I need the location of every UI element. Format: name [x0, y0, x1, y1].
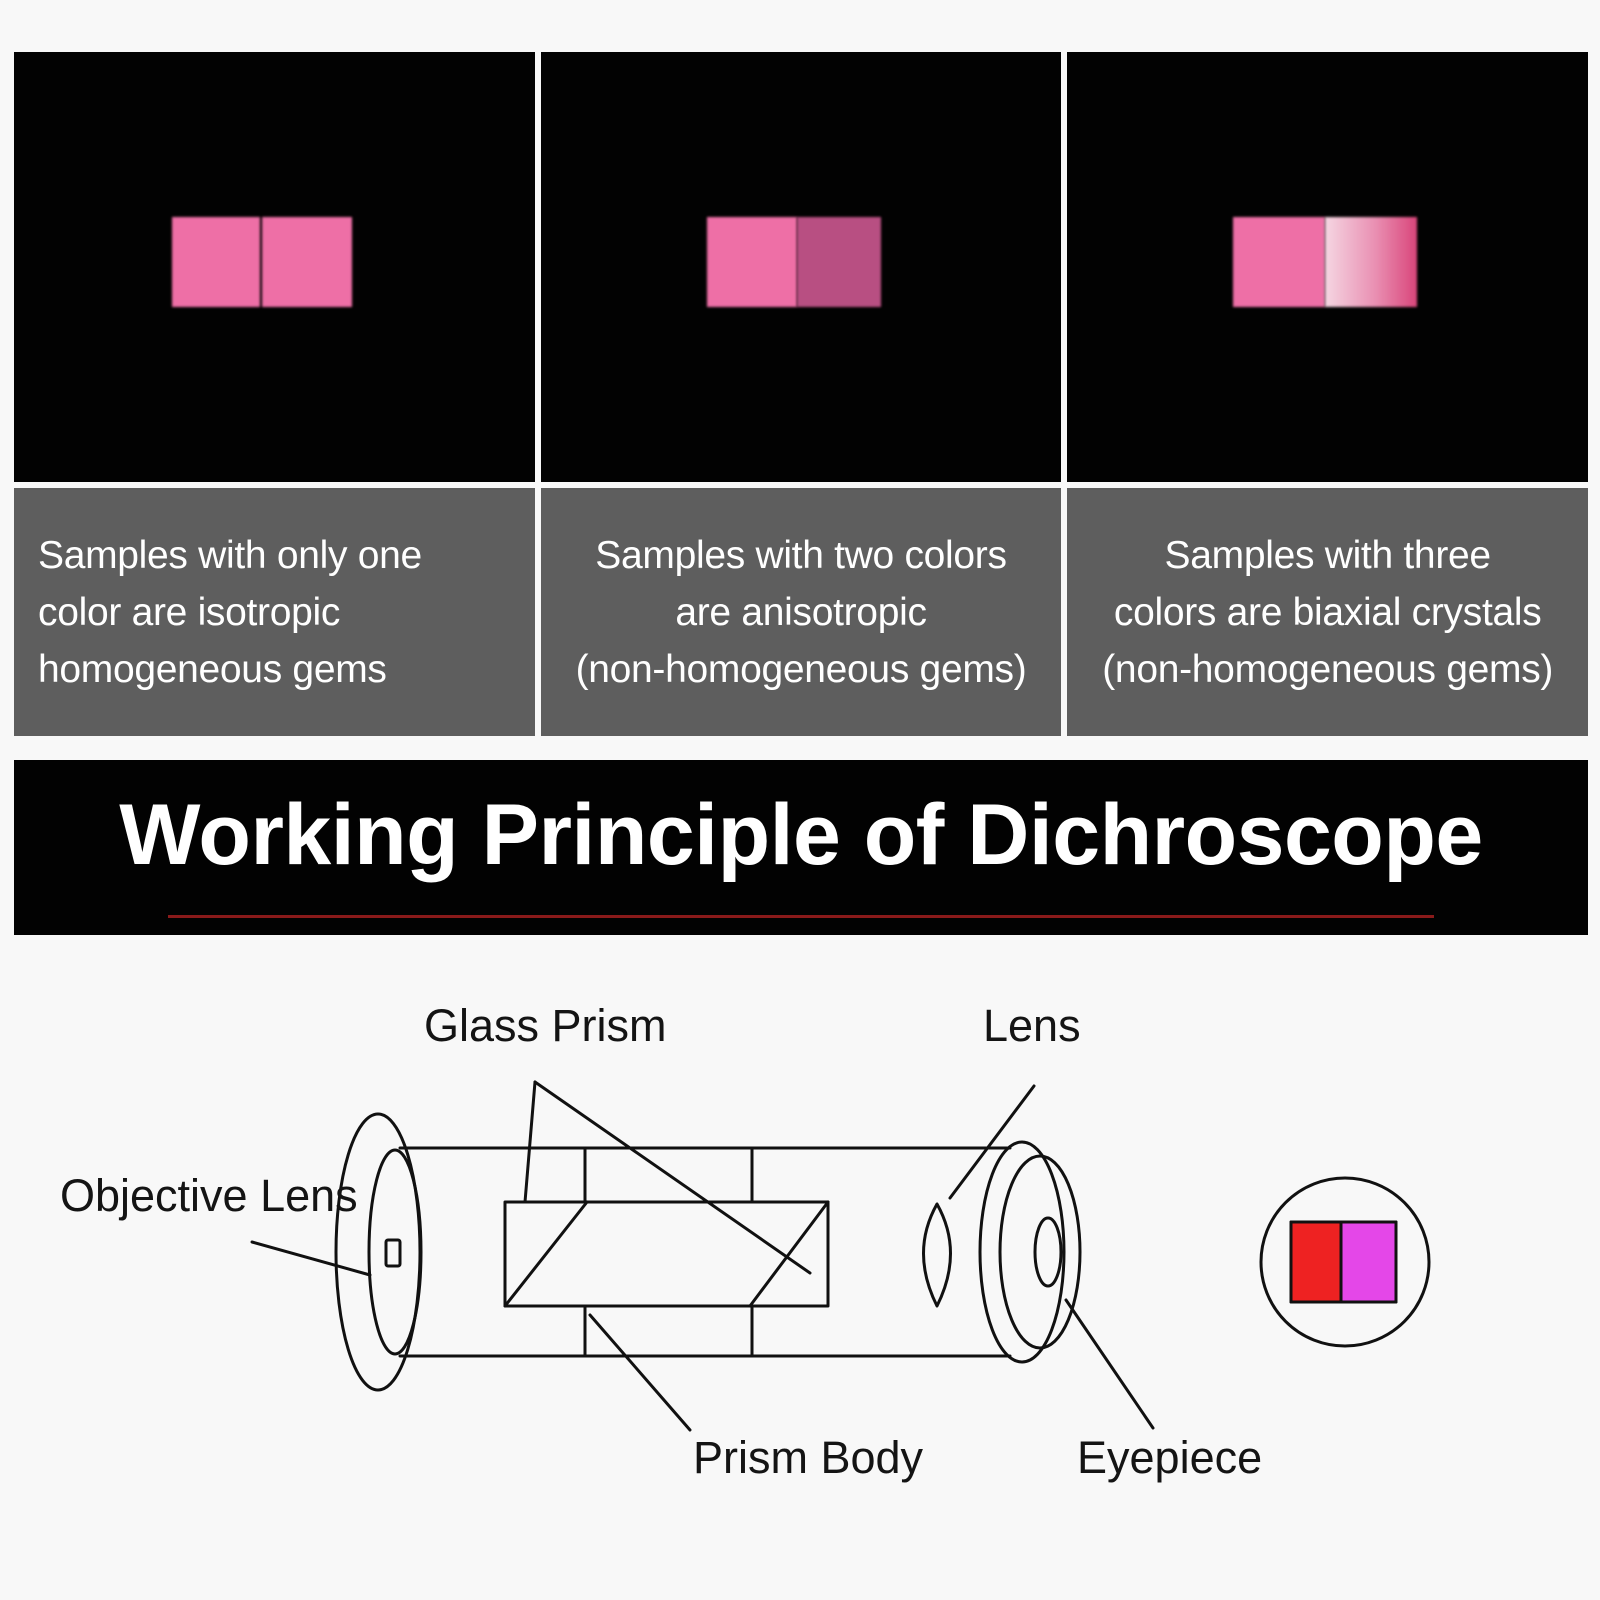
eyepiece-aperture [1033, 1216, 1063, 1288]
objective-lens-window [384, 1238, 402, 1268]
prism-body-pointer [588, 1313, 692, 1432]
eyepiece-housing [978, 1140, 1066, 1364]
label-eyepiece: Eyepiece [1077, 1432, 1263, 1483]
panel-anisotropic: Samples with two colors are anisotropic … [540, 52, 1062, 736]
prism-diagonal [748, 1200, 830, 1308]
dichroscope-view-biaxial [1067, 52, 1589, 482]
label-lens: Lens [983, 1000, 1081, 1051]
label-objective-lens: Objective Lens [60, 1170, 358, 1221]
view-color-red [1289, 1220, 1343, 1304]
prism-diagonal [503, 1200, 589, 1308]
label-prism-body: Prism Body [693, 1432, 924, 1483]
color-window-right [262, 217, 352, 307]
dichroscope-view-isotropic [14, 52, 535, 482]
caption-text: Samples with only one color are isotropi… [38, 533, 422, 691]
title-underline [168, 915, 1434, 918]
lens-pointer [948, 1084, 1036, 1200]
lens-shape [922, 1202, 952, 1308]
view-circle [1259, 1176, 1431, 1348]
label-glass-prism: Glass Prism [424, 1000, 667, 1051]
color-window-left [172, 217, 260, 307]
color-window-left [706, 217, 797, 307]
page-title: Working Principle of Dichroscope [119, 787, 1483, 883]
caption-anisotropic: Samples with two colors are anisotropic … [540, 488, 1062, 736]
view-frame [1289, 1220, 1398, 1304]
prism-body-block [503, 1200, 830, 1308]
caption-text: Samples with three colors are biaxial cr… [1102, 533, 1554, 691]
dichroscope-view-anisotropic [540, 52, 1062, 482]
caption-isotropic: Samples with only one color are isotropi… [14, 488, 535, 736]
caption-text: Samples with two colors are anisotropic … [575, 533, 1027, 691]
glass-prism-pointer [533, 1080, 812, 1275]
objective-flange [334, 1112, 422, 1392]
eyepiece-pointer [1064, 1298, 1155, 1430]
objective-lens-pointer [250, 1240, 372, 1277]
sample-panels: Samples with only one color are isotropi… [14, 52, 1589, 736]
caption-biaxial: Samples with three colors are biaxial cr… [1067, 488, 1589, 736]
eyepiece-rim [998, 1154, 1082, 1350]
color-window-left [1233, 217, 1326, 307]
color-window-right [796, 217, 881, 307]
objective-rim [367, 1148, 423, 1356]
panel-isotropic: Samples with only one color are isotropi… [14, 52, 535, 736]
dichroscope-schematic [250, 1080, 1431, 1432]
title-banner: Working Principle of Dichroscope [14, 760, 1588, 935]
dichroscope-diagram: Glass Prism Lens Objective Lens Prism Bo… [0, 940, 1600, 1600]
color-window-right-gradient [1325, 217, 1418, 307]
view-color-magenta [1339, 1220, 1398, 1304]
glass-prism-pointer [523, 1080, 537, 1204]
panel-biaxial: Samples with three colors are biaxial cr… [1067, 52, 1589, 736]
